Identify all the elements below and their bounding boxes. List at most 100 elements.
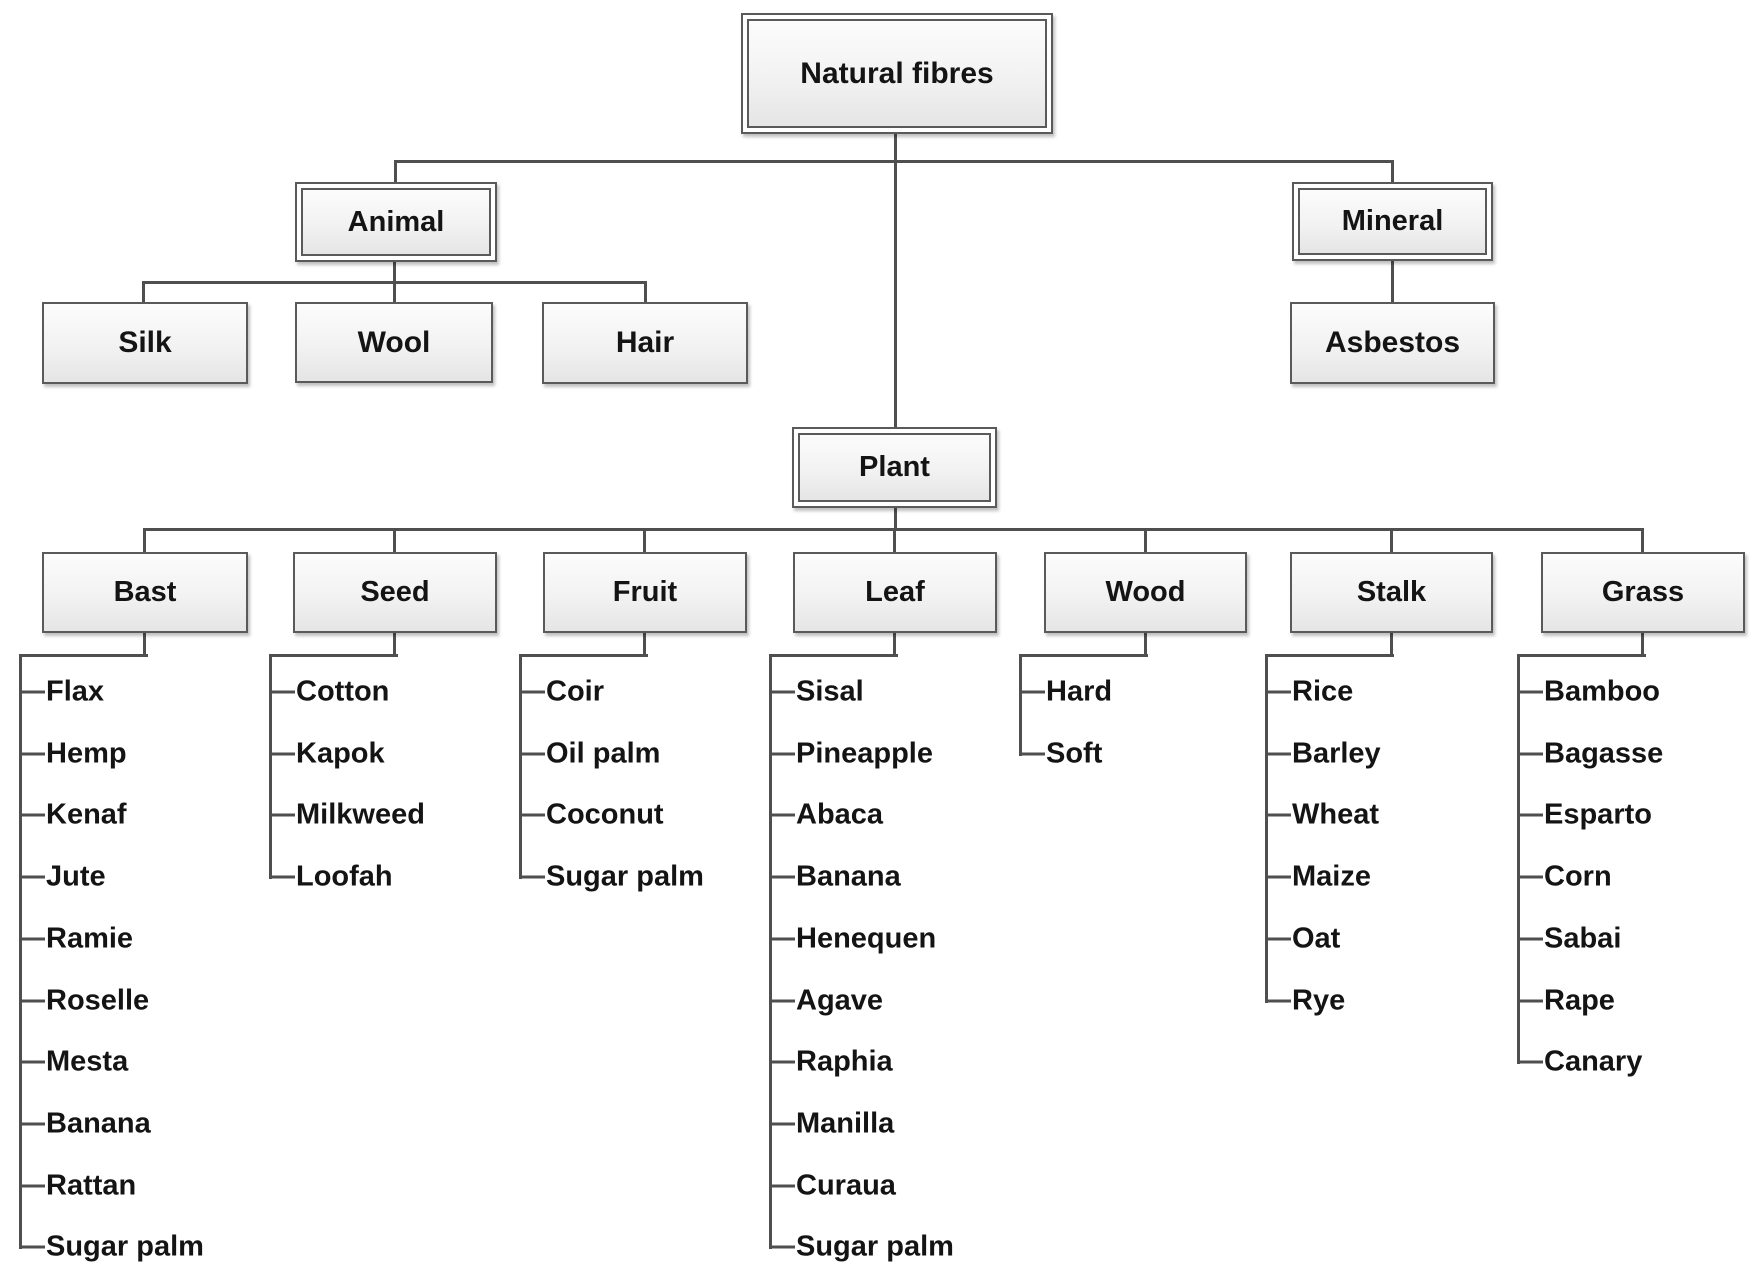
- leaf-item: Flax: [19, 677, 104, 707]
- leaf-item: Rattan: [19, 1171, 136, 1200]
- leaf-item: Coir: [519, 677, 604, 707]
- tick-line: [769, 752, 795, 756]
- tick-line: [19, 690, 45, 694]
- leaf-item: Raphia: [769, 1045, 893, 1078]
- leaf-item: Sabai: [1517, 924, 1621, 953]
- connector-leaf-down: [893, 631, 896, 657]
- node-seed: Seed: [293, 552, 497, 633]
- leaf-item: Oat: [1265, 924, 1340, 953]
- node-fruit: Fruit: [543, 552, 747, 633]
- tick-line: [1517, 999, 1543, 1002]
- leaf-label: Wheat: [1292, 798, 1379, 831]
- tick-line: [1265, 813, 1291, 817]
- leaf-item: Rice: [1265, 677, 1353, 707]
- list-spine-line: [269, 654, 272, 880]
- connector-to-wool: [393, 281, 396, 304]
- leaf-item: Bagasse: [1517, 739, 1663, 768]
- leaf-item: Ramie: [19, 924, 133, 953]
- connector-to-mineral: [1391, 160, 1394, 184]
- tick-line: [769, 1184, 795, 1188]
- tick-line: [1517, 690, 1543, 694]
- tick-line: [19, 752, 45, 756]
- tick-line: [519, 813, 545, 817]
- node-label: Natural fibres: [800, 56, 994, 90]
- leaf-item: Corn: [1517, 862, 1612, 892]
- leaf-label: Pineapple: [796, 737, 933, 770]
- connector-wood-down: [1144, 631, 1147, 657]
- node-leaf: Leaf: [793, 552, 997, 633]
- connector-bast-down: [143, 631, 146, 657]
- node-label: Fruit: [612, 576, 678, 608]
- leaf-label: Sugar palm: [546, 860, 704, 893]
- tick-line: [769, 937, 795, 941]
- connector-to-bast: [143, 528, 146, 554]
- leaf-label: Henequen: [796, 922, 937, 955]
- connector-plant-down: [894, 506, 897, 530]
- tick-line: [1517, 1060, 1543, 1064]
- leaf-item: Wheat: [1265, 798, 1379, 831]
- connector-to-grass: [1641, 528, 1644, 554]
- tick-line: [1265, 999, 1291, 1002]
- tick-line: [1517, 752, 1543, 756]
- leaf-item: Mesta: [19, 1045, 129, 1078]
- tick-line: [519, 875, 545, 879]
- leaf-item: Kapok: [269, 739, 385, 768]
- connector-to-silk: [142, 281, 145, 304]
- node-label: Mineral: [1341, 205, 1444, 237]
- leaf-label: Canary: [1544, 1045, 1643, 1078]
- list-spine-line: [19, 654, 22, 1250]
- leaf-label: Esparto: [1544, 798, 1652, 831]
- tick-line: [19, 1122, 45, 1126]
- leaf-item: Sugar palm: [19, 1232, 204, 1262]
- connector-to-hair: [644, 281, 647, 304]
- node-label: Grass: [1601, 576, 1685, 608]
- node-label: Bast: [113, 576, 177, 608]
- connector-grass-down: [1641, 631, 1644, 657]
- node-label: Leaf: [865, 576, 925, 608]
- list-spine-line: [1019, 654, 1022, 756]
- node-label: Hair: [615, 326, 675, 359]
- leaf-label: Soft: [1046, 737, 1103, 770]
- tick-line: [519, 690, 545, 694]
- leaf-label: Raphia: [796, 1045, 893, 1078]
- connector-to-animal: [394, 160, 397, 184]
- connector-to-seed: [393, 528, 396, 554]
- leaf-item: Banana: [19, 1109, 151, 1138]
- node-label: Wool: [357, 325, 431, 359]
- node-asbestos: Asbestos: [1290, 302, 1495, 384]
- leaf-label: Rye: [1292, 984, 1346, 1016]
- tick-line: [769, 690, 795, 694]
- list-spine-line: [519, 654, 522, 880]
- leaf-item: Hemp: [19, 739, 127, 768]
- node-plant: Plant: [792, 427, 997, 508]
- leaf-label: Loofah: [296, 860, 393, 893]
- leaf-item: Sugar palm: [769, 1230, 954, 1263]
- leaf-item: Soft: [1019, 739, 1102, 768]
- tick-line: [19, 999, 45, 1002]
- leaf-label: Roselle: [46, 984, 150, 1016]
- tick-line: [769, 813, 795, 817]
- connector-to-wood: [1144, 528, 1147, 554]
- tick-line: [1019, 690, 1045, 694]
- node-label: Silk: [118, 326, 172, 359]
- node-bast: Bast: [42, 552, 248, 633]
- node-silk: Silk: [42, 302, 248, 384]
- leaf-label: Mesta: [46, 1045, 129, 1078]
- leaf-item: Cotton: [269, 677, 389, 707]
- tick-line: [769, 1060, 795, 1064]
- leaf-item: Jute: [19, 862, 106, 892]
- leaf-item: Sugar palm: [519, 860, 704, 893]
- leaf-label: Maize: [1292, 860, 1371, 893]
- list-spine-line: [1265, 654, 1268, 1003]
- node-hair: Hair: [542, 302, 748, 384]
- leaf-label: Sugar palm: [796, 1230, 954, 1263]
- leaf-item: Agave: [769, 986, 883, 1015]
- leaf-label: Sisal: [796, 675, 864, 708]
- tick-line: [519, 752, 545, 756]
- leaf-label: Coconut: [546, 798, 664, 831]
- tick-line: [1517, 937, 1543, 941]
- list-spine-line: [769, 654, 772, 1250]
- tick-line: [1517, 813, 1543, 817]
- node-label: Asbestos: [1324, 326, 1461, 359]
